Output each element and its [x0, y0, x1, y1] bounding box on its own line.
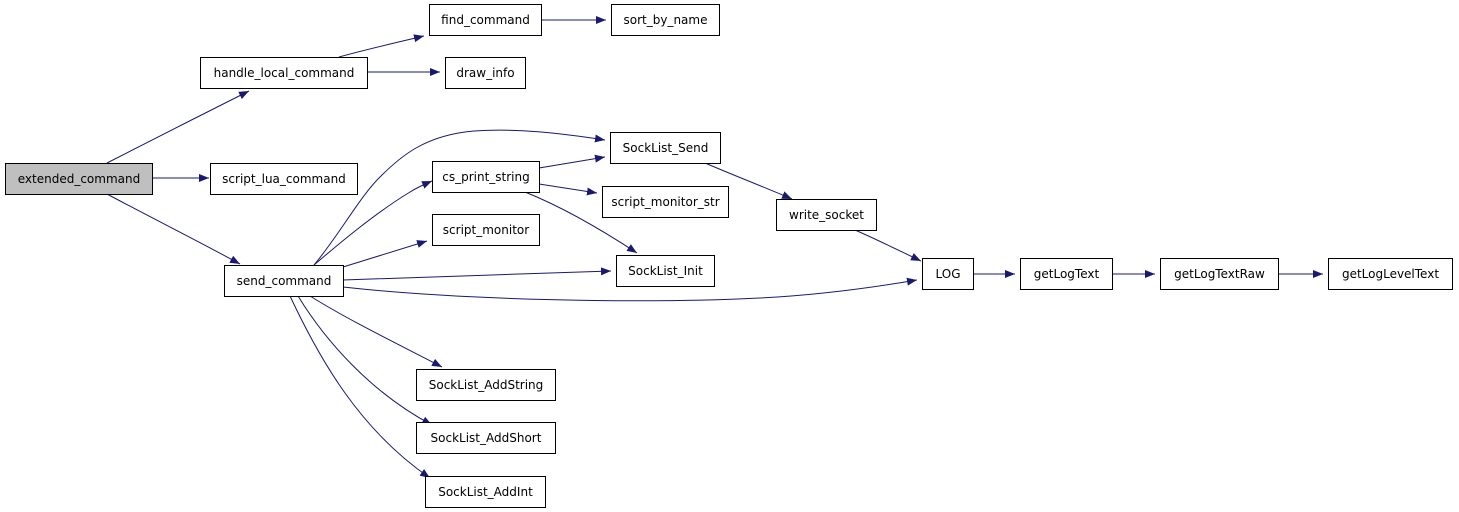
node-write_socket[interactable]: write_socket — [776, 199, 877, 231]
edge-cs_print_string-to-SockList_Init — [524, 191, 638, 254]
edge-send_command-to-LOG — [342, 277, 918, 302]
node-label: extended_command — [18, 172, 140, 186]
node-label: script_monitor_str — [611, 195, 719, 209]
node-SockList_AddInt[interactable]: SockList_AddInt — [425, 476, 546, 508]
node-box — [432, 214, 540, 246]
node-cs_print_string[interactable]: cs_print_string — [432, 161, 540, 193]
node-script_lua_command[interactable]: script_lua_command — [210, 163, 358, 195]
node-LOG[interactable]: LOG — [922, 258, 974, 290]
node-handle_local_command[interactable]: handle_local_command — [200, 57, 368, 89]
node-box — [224, 265, 344, 297]
node-SockList_AddString[interactable]: SockList_AddString — [416, 369, 556, 401]
edge-send_command-to-SockList_Send — [313, 129, 606, 266]
node-box — [1020, 258, 1113, 290]
node-label: getLogText — [1034, 267, 1100, 281]
node-box — [1328, 258, 1453, 290]
node-script_monitor_str[interactable]: script_monitor_str — [602, 186, 729, 218]
edge-handle_local_command-to-find_command — [338, 34, 425, 58]
node-box — [776, 199, 877, 231]
node-send_command[interactable]: send_command — [224, 265, 344, 297]
node-label: cs_print_string — [442, 170, 530, 184]
node-box — [1160, 258, 1279, 290]
edge-send_command-to-script_monitor — [342, 240, 428, 268]
edge-extended_command-to-handle_local_command — [106, 90, 250, 164]
edge-send_command-to-SockList_AddInt — [289, 295, 431, 479]
node-box — [610, 132, 721, 164]
edge-cs_print_string-to-script_monitor_str — [538, 183, 598, 196]
edge-extended_command-to-send_command — [106, 193, 241, 265]
node-label: SockList_AddString — [429, 378, 544, 392]
edges-layer — [106, 16, 1323, 479]
node-label: send_command — [237, 274, 332, 288]
node-label: SockList_Send — [623, 141, 709, 155]
node-box — [602, 186, 729, 218]
node-label: script_lua_command — [222, 172, 346, 186]
node-label: draw_info — [456, 66, 514, 80]
node-label: SockList_Init — [628, 264, 703, 278]
node-extended_command[interactable]: extended_command — [5, 163, 153, 195]
node-label: LOG — [935, 267, 960, 281]
node-sort_by_name[interactable]: sort_by_name — [611, 4, 720, 36]
edge-send_command-to-cs_print_string — [313, 180, 433, 266]
nodes-layer: extended_command handle_local_command find… — [5, 4, 1453, 508]
node-box — [611, 4, 720, 36]
node-box — [432, 161, 540, 193]
edge-send_command-to-SockList_Init — [342, 267, 612, 281]
edge-send_command-to-SockList_AddShort — [297, 295, 433, 426]
node-box — [445, 57, 526, 89]
node-label: handle_local_command — [214, 66, 355, 80]
node-label: getLogLevelText — [1342, 267, 1439, 281]
node-box — [616, 255, 715, 287]
node-box — [200, 57, 368, 89]
node-draw_info[interactable]: draw_info — [445, 57, 526, 89]
node-script_monitor[interactable]: script_monitor — [432, 214, 540, 246]
node-getLogTextRaw[interactable]: getLogTextRaw — [1160, 258, 1279, 290]
node-SockList_Send[interactable]: SockList_Send — [610, 132, 721, 164]
node-box — [425, 476, 546, 508]
node-label: write_socket — [789, 208, 864, 222]
node-label: sort_by_name — [624, 13, 708, 27]
node-label: find_command — [441, 13, 530, 27]
node-label: getLogTextRaw — [1174, 267, 1265, 281]
node-getLogLevelText[interactable]: getLogLevelText — [1328, 258, 1453, 290]
edge-SockList_Send-to-write_socket — [704, 162, 793, 200]
node-box — [416, 422, 556, 454]
edge-write_socket-to-LOG — [854, 229, 922, 262]
node-box — [429, 4, 542, 36]
node-label: SockList_AddShort — [431, 431, 542, 445]
node-label: script_monitor — [443, 223, 529, 237]
node-box — [5, 163, 153, 195]
node-box — [922, 258, 974, 290]
node-getLogText[interactable]: getLogText — [1020, 258, 1113, 290]
edge-cs_print_string-to-SockList_Send — [538, 154, 606, 169]
node-box — [416, 369, 556, 401]
edge-send_command-to-SockList_AddString — [309, 295, 443, 368]
node-box — [210, 163, 358, 195]
node-SockList_Init[interactable]: SockList_Init — [616, 255, 715, 287]
node-find_command[interactable]: find_command — [429, 4, 542, 36]
node-SockList_AddShort[interactable]: SockList_AddShort — [416, 422, 556, 454]
node-label: SockList_AddInt — [438, 485, 533, 499]
